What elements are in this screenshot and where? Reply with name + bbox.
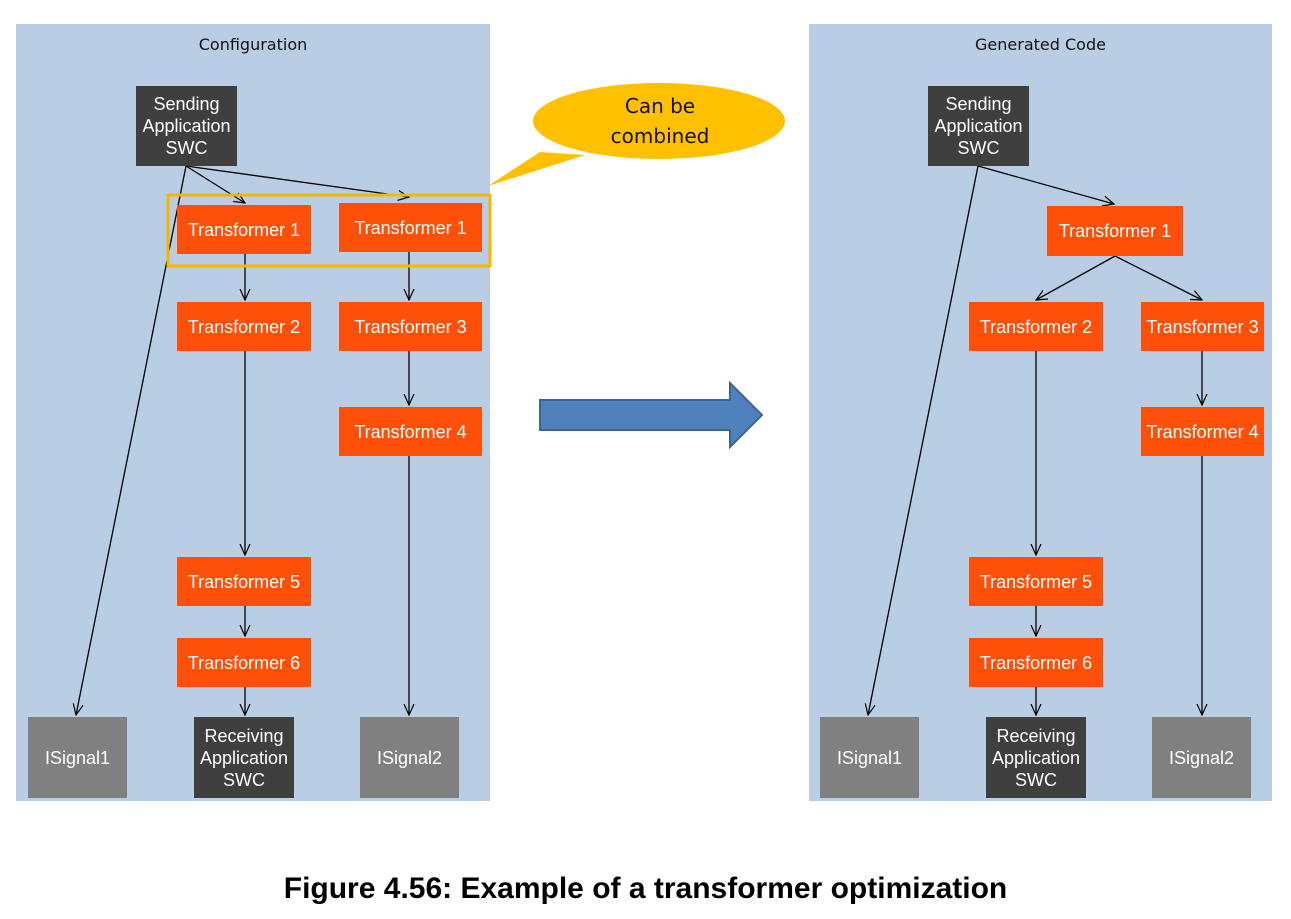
- configuration-title: Configuration: [198, 35, 308, 54]
- r-isignal2: ISignal2: [1152, 717, 1251, 798]
- transformer-3: Transformer 3: [339, 302, 482, 351]
- combine-highlight-frame: [166, 193, 492, 268]
- r-transformer-4: Transformer 4: [1141, 407, 1264, 456]
- r-isignal1: ISignal1: [820, 717, 919, 798]
- edge-r-sending-to-t1: [977, 165, 1114, 204]
- transformer-6: Transformer 6: [177, 638, 311, 687]
- r-transformer-2: Transformer 2: [969, 302, 1103, 351]
- generated-code-title: Generated Code: [975, 35, 1106, 54]
- receiving-application-swc: Receiving Application SWC: [194, 717, 294, 798]
- callout-ellipse: [533, 83, 785, 159]
- edge-sending-to-t1a: [185, 165, 245, 203]
- r-receiving-application-swc: Receiving Application SWC: [986, 717, 1086, 798]
- transformer-1b: Transformer 1: [339, 203, 482, 252]
- r-transformer-1: Transformer 1: [1047, 206, 1183, 256]
- edge-r-sending-to-isignal1: [868, 165, 979, 715]
- figure-caption: Figure 4.56: Example of a transformer op…: [283, 872, 1008, 905]
- isignal2: ISignal2: [360, 717, 459, 798]
- isignal1: ISignal1: [28, 717, 127, 798]
- edge-sending-to-t1b: [185, 165, 409, 197]
- r-transformer-6: Transformer 6: [969, 638, 1103, 687]
- transformer-1a: Transformer 1: [177, 205, 311, 254]
- r-transformer-5: Transformer 5: [969, 557, 1103, 606]
- transformer-2: Transformer 2: [177, 302, 311, 351]
- r-transformer-3: Transformer 3: [1141, 302, 1264, 351]
- transformer-5: Transformer 5: [177, 557, 311, 606]
- r-sending-application-swc: Sending Application SWC: [928, 86, 1029, 166]
- edge-r-t1-to-t3: [1114, 255, 1202, 300]
- edge-r-t1-to-t2: [1036, 255, 1116, 300]
- callout-label: Can be combined: [610, 94, 710, 148]
- transformer-4: Transformer 4: [339, 407, 482, 456]
- sending-application-swc: Sending Application SWC: [136, 86, 237, 166]
- optimization-arrow: [539, 380, 764, 450]
- callout-bubble: [488, 152, 585, 186]
